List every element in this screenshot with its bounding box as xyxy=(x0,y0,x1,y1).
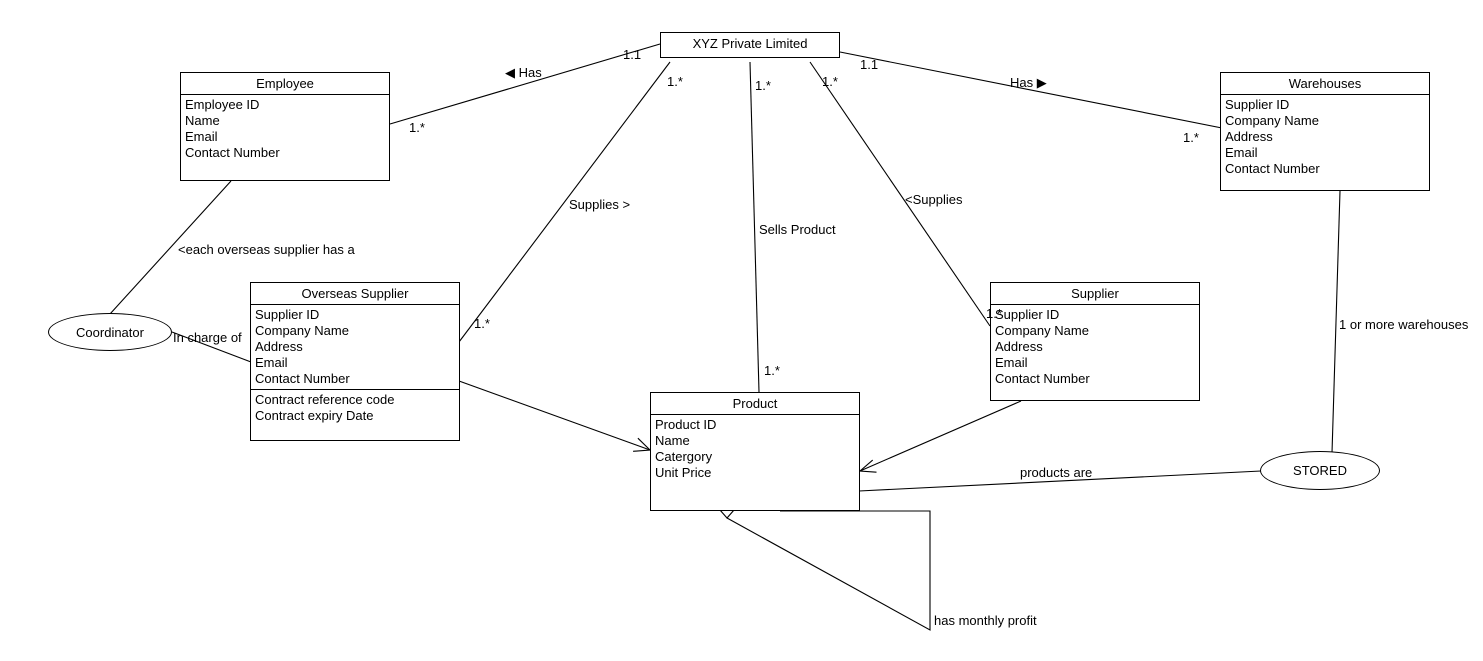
edge-company-overseas-supplier xyxy=(458,61,671,343)
company-name: XYZ Private Limited xyxy=(692,36,808,51)
overseas-supplier-attr: Supplier ID xyxy=(255,307,320,322)
overseas-supplier-contract-attributes: Contract reference code Contract expiry … xyxy=(251,389,459,426)
product-attr: Unit Price xyxy=(655,465,712,480)
supplier-class: Supplier Supplier ID Company Name Addres… xyxy=(990,282,1200,401)
warehouses-attr: Company Name xyxy=(1225,113,1319,128)
multiplicity-label: 1.1 xyxy=(860,57,879,72)
edge-coordinator-overseas-supplier xyxy=(171,331,252,363)
label-supplies-right: Supplies > xyxy=(569,197,631,212)
multiplicity-label: 1.* xyxy=(1183,130,1199,145)
label-one-or-more-warehouses: 1 or more warehouses xyxy=(1339,317,1469,332)
edge-company-product xyxy=(749,61,760,393)
supplier-attr: Address xyxy=(995,339,1043,354)
overseas-supplier-attr: Company Name xyxy=(255,323,349,338)
supplier-attr: Email xyxy=(995,355,1028,370)
overseas-supplier-contract-attr: Contract reference code xyxy=(255,392,395,407)
overseas-supplier-attributes: Supplier ID Company Name Address Email C… xyxy=(251,305,459,389)
warehouses-attr: Address xyxy=(1225,129,1273,144)
edge-stored-product xyxy=(858,470,1262,492)
generalization-triangle xyxy=(718,509,736,519)
warehouses-attributes: Supplier ID Company Name Address Email C… xyxy=(1221,95,1429,179)
multiplicity-label: 1.* xyxy=(474,316,490,331)
product-attr: Product ID xyxy=(655,417,717,432)
multiplicity-label: 1.* xyxy=(755,78,771,93)
edge-employee-coordinator xyxy=(109,180,232,315)
multiplicity-label: 1.* xyxy=(764,363,780,378)
employee-attr: Email xyxy=(185,129,218,144)
multiplicity-label: 1.1 xyxy=(623,47,642,62)
overseas-supplier-contract-attr: Contract expiry Date xyxy=(255,408,374,423)
arrowhead-supplier-product xyxy=(858,459,877,473)
warehouses-class-name: Warehouses xyxy=(1221,73,1429,95)
multiplicity-label: 1.* xyxy=(667,74,683,89)
label-in-charge-of: In charge of xyxy=(173,330,242,345)
employee-class-name: Employee xyxy=(181,73,389,95)
supplier-attributes: Supplier ID Company Name Address Email C… xyxy=(991,305,1199,389)
warehouses-attr: Contact Number xyxy=(1225,161,1320,176)
edge-company-warehouses xyxy=(839,51,1223,129)
label-has-left: ◀ Has xyxy=(505,65,542,80)
supplier-attr: Supplier ID xyxy=(995,307,1060,322)
overseas-supplier-attr: Email xyxy=(255,355,288,370)
label-supplies-left: <Supplies xyxy=(905,192,963,207)
label-has-right: Has ▶ xyxy=(1010,75,1047,90)
employee-attributes: Employee ID Name Email Contact Number xyxy=(181,95,389,163)
edge-overseas-supplier-product xyxy=(458,380,651,451)
supplier-attr: Contact Number xyxy=(995,371,1090,386)
product-class-name: Product xyxy=(651,393,859,415)
warehouses-attr: Email xyxy=(1225,145,1258,160)
warehouses-class: Warehouses Supplier ID Company Name Addr… xyxy=(1220,72,1430,191)
label-has-monthly-profit: has monthly profit xyxy=(934,613,1037,628)
product-class: Product Product ID Name Catergory Unit P… xyxy=(650,392,860,511)
product-attr: Name xyxy=(655,433,690,448)
warehouses-attr: Supplier ID xyxy=(1225,97,1290,112)
edge-company-employee xyxy=(389,43,661,125)
edge-warehouses-stored xyxy=(1331,190,1341,454)
employee-class: Employee Employee ID Name Email Contact … xyxy=(180,72,390,181)
company-box: XYZ Private Limited xyxy=(660,32,840,58)
edge-product-self-association xyxy=(726,510,931,631)
label-sells-product: Sells Product xyxy=(759,222,836,237)
multiplicity-label: 1.* xyxy=(409,120,425,135)
multiplicity-label: 1.* xyxy=(986,306,1002,321)
supplier-class-name: Supplier xyxy=(991,283,1199,305)
coordinator-association: Coordinator xyxy=(48,313,172,351)
overseas-supplier-attr: Address xyxy=(255,339,303,354)
employee-attr: Name xyxy=(185,113,220,128)
employee-attr: Employee ID xyxy=(185,97,260,112)
employee-attr: Contact Number xyxy=(185,145,280,160)
supplier-attr: Company Name xyxy=(995,323,1089,338)
overseas-supplier-class-name: Overseas Supplier xyxy=(251,283,459,305)
overseas-supplier-attr: Contact Number xyxy=(255,371,350,386)
stored-association: STORED xyxy=(1260,451,1380,490)
product-attr: Catergory xyxy=(655,449,713,464)
label-each-overseas-supplier: <each overseas supplier has a xyxy=(178,242,355,257)
overseas-supplier-class: Overseas Supplier Supplier ID Company Na… xyxy=(250,282,460,441)
label-products-are: products are xyxy=(1020,465,1093,480)
edge-supplier-product xyxy=(859,400,1022,472)
product-attributes: Product ID Name Catergory Unit Price xyxy=(651,415,859,483)
multiplicity-label: 1.* xyxy=(822,74,838,89)
edge-company-supplier xyxy=(809,61,991,327)
